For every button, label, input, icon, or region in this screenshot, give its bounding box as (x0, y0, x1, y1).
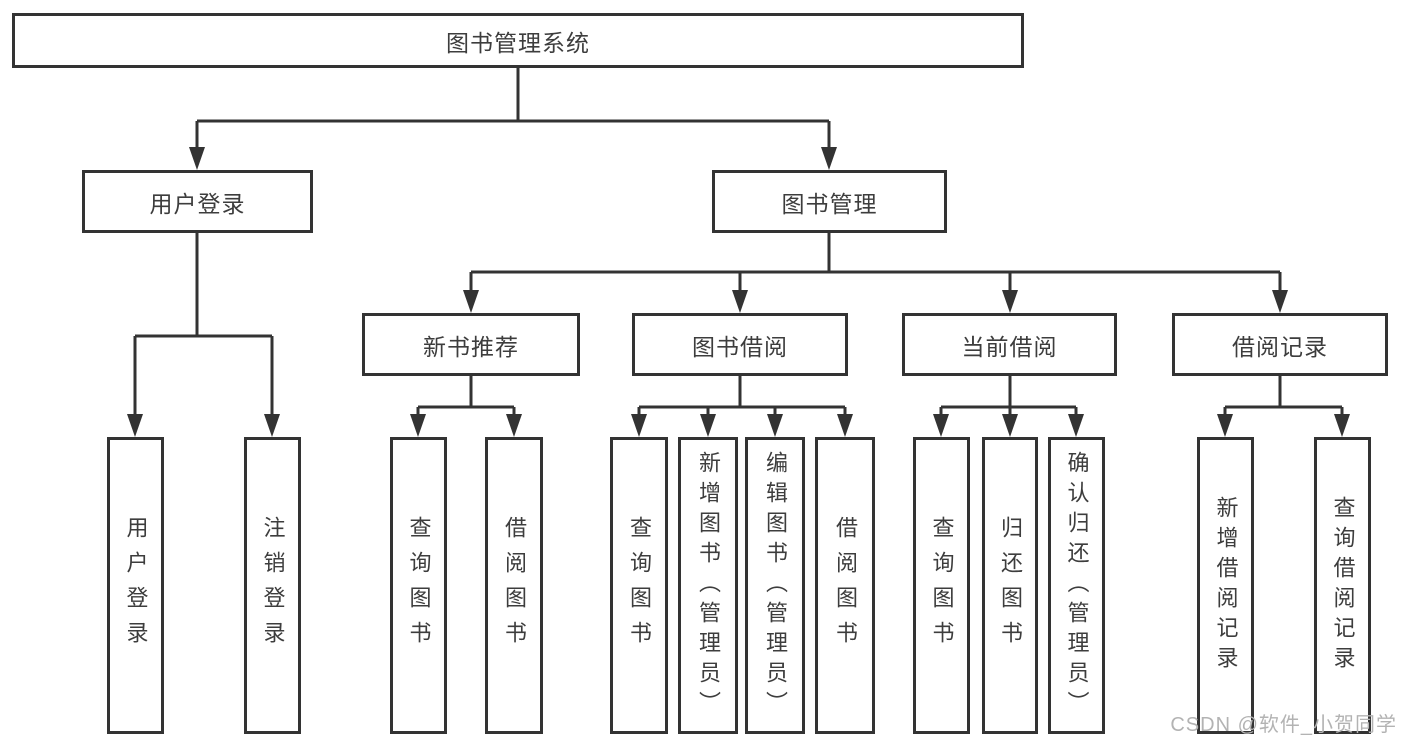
leaf-edit-books-admin: 编辑图书（管理员） (745, 437, 805, 734)
leaf-add-borrow-record-label: 新增借阅记录 (1213, 495, 1239, 676)
leaf-user-login: 用户登录 (107, 437, 164, 734)
leaf-query-borrow-record-label: 查询借阅记录 (1330, 495, 1356, 676)
leaf-add-books-admin: 新增图书（管理员） (678, 437, 738, 734)
node-current-borrowing: 当前借阅 (902, 313, 1117, 376)
leaf-return-books: 归还图书 (982, 437, 1038, 734)
node-new-book-recommend-label: 新书推荐 (423, 333, 519, 360)
leaf-borrow-books: 借阅图书 (815, 437, 875, 734)
leaf-user-login-label: 用户登录 (123, 515, 149, 656)
leaf-logout: 注销登录 (244, 437, 301, 734)
leaf-return-books-label: 归还图书 (998, 515, 1023, 656)
leaf-add-borrow-record: 新增借阅记录 (1197, 437, 1254, 734)
csdn-watermark: CSDN @软件_小贺同学 (1170, 714, 1397, 736)
node-library-management-system-label: 图书管理系统 (446, 29, 590, 56)
leaf-query-books-current: 查询图书 (913, 437, 970, 734)
leaf-query-books-recommend: 查询图书 (390, 437, 447, 734)
leaf-query-books-borrowing-label: 查询图书 (627, 515, 652, 656)
leaf-query-borrow-record: 查询借阅记录 (1314, 437, 1371, 734)
leaf-borrow-books-recommend: 借阅图书 (485, 437, 543, 734)
leaf-logout-label: 注销登录 (260, 515, 286, 656)
node-book-management-label: 图书管理 (781, 190, 878, 217)
node-library-management-system: 图书管理系统 (12, 13, 1024, 68)
node-book-borrowing-label: 图书借阅 (692, 333, 788, 360)
leaf-query-books-borrowing: 查询图书 (610, 437, 668, 734)
node-user-login: 用户登录 (82, 170, 313, 233)
leaf-edit-books-admin-label: 编辑图书（管理员） (763, 450, 788, 721)
node-borrowing-records: 借阅记录 (1172, 313, 1388, 376)
leaf-confirm-return-admin: 确认归还（管理员） (1048, 437, 1105, 734)
node-user-login-label: 用户登录 (149, 190, 246, 217)
leaf-borrow-books-label: 借阅图书 (833, 515, 858, 656)
node-new-book-recommend: 新书推荐 (362, 313, 580, 376)
leaf-add-books-admin-label: 新增图书（管理员） (696, 450, 721, 721)
node-current-borrowing-label: 当前借阅 (961, 333, 1058, 360)
leaf-query-books-recommend-label: 查询图书 (406, 515, 432, 656)
leaf-confirm-return-admin-label: 确认归还（管理员） (1064, 450, 1090, 721)
node-book-management: 图书管理 (712, 170, 947, 233)
node-borrowing-records-label: 借阅记录 (1232, 333, 1328, 360)
leaf-query-books-current-label: 查询图书 (929, 515, 955, 656)
node-book-borrowing: 图书借阅 (632, 313, 848, 376)
leaf-borrow-books-recommend-label: 借阅图书 (502, 515, 527, 656)
